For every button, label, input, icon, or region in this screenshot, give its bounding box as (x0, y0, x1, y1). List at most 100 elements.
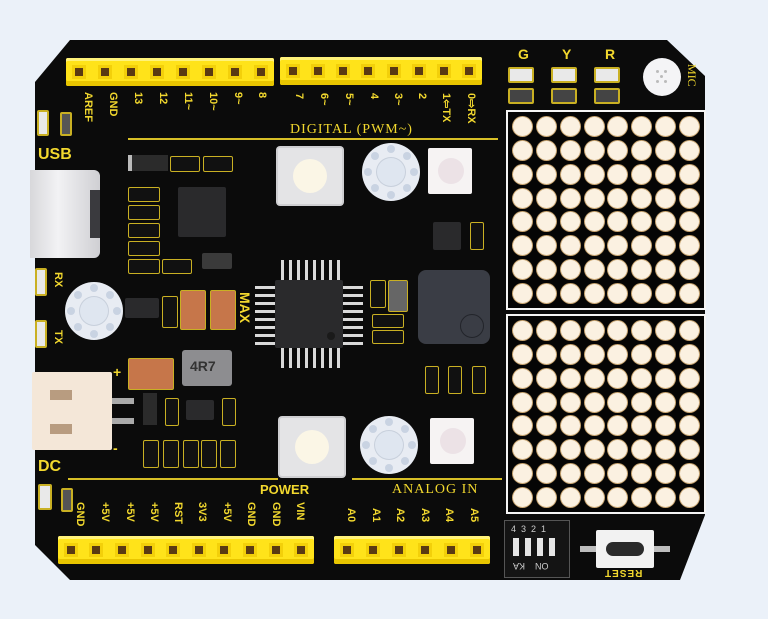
header-pin[interactable] (84, 536, 110, 564)
led-dot (655, 236, 675, 256)
header-pin[interactable] (334, 536, 360, 564)
led-dot (679, 321, 699, 341)
dc-power-connector[interactable] (32, 372, 112, 450)
header-pin[interactable] (196, 58, 222, 86)
led-dot (537, 392, 557, 412)
header-pin[interactable] (331, 57, 356, 85)
header-pin[interactable] (457, 57, 482, 85)
button-bottom[interactable] (280, 418, 344, 476)
header-pin[interactable] (118, 58, 144, 86)
led-dot (513, 440, 533, 460)
led-dot (655, 164, 675, 184)
pin-label-8: 8 (256, 92, 268, 99)
led-dot (632, 487, 652, 507)
led-dot (679, 236, 699, 256)
resistor-smd (61, 488, 73, 512)
led-dot (608, 321, 628, 341)
led-dot (513, 416, 533, 436)
mounting-hole (360, 416, 418, 474)
buzzer (418, 270, 490, 344)
digital-header-high[interactable] (66, 58, 274, 86)
header-pin[interactable] (406, 57, 431, 85)
dc-plus-label: + (113, 364, 122, 380)
header-pin[interactable] (386, 536, 412, 564)
header-pin[interactable] (66, 58, 92, 86)
led-dot (584, 236, 604, 256)
header-pin[interactable] (305, 57, 330, 85)
header-pin[interactable] (280, 57, 305, 85)
digital-header-low[interactable] (280, 57, 482, 85)
silk-line (68, 478, 278, 480)
header-pin[interactable] (412, 536, 438, 564)
mic-label: MIC (685, 64, 699, 87)
led-dot (608, 259, 628, 279)
led-dot (679, 345, 699, 365)
header-pin[interactable] (144, 58, 170, 86)
led-dot (513, 236, 533, 256)
power-header[interactable] (58, 536, 314, 564)
header-pin[interactable] (360, 536, 386, 564)
led-dot (560, 212, 580, 232)
tantalum-capacitor (128, 358, 174, 390)
led-dot (513, 487, 533, 507)
led-dot (560, 259, 580, 279)
led-dot (632, 345, 652, 365)
resistor-smd (551, 88, 577, 104)
capacitor-smd (372, 314, 404, 328)
voltage-regulator (125, 298, 159, 318)
led-dot (632, 440, 652, 460)
led-dot (679, 392, 699, 412)
header-pin[interactable] (135, 536, 161, 564)
reset-button[interactable] (596, 530, 654, 568)
usb-c-port[interactable] (30, 170, 100, 258)
button-top[interactable] (278, 148, 342, 204)
led-dot (584, 440, 604, 460)
dip-toggle[interactable] (537, 538, 543, 556)
pin-label-0-rx: 0⇨RX (465, 93, 477, 124)
pin-label-3: 3~ (392, 93, 404, 106)
microphone (643, 58, 681, 96)
header-pin[interactable] (212, 536, 238, 564)
header-pin[interactable] (432, 57, 457, 85)
led-dot (537, 321, 557, 341)
led-dot (655, 463, 675, 483)
header-pin[interactable] (438, 536, 464, 564)
pin-label-9: 9~ (232, 92, 244, 105)
header-pin[interactable] (288, 536, 314, 564)
capacitor-smd (128, 223, 160, 238)
header-pin[interactable] (248, 58, 274, 86)
header-pin[interactable] (237, 536, 263, 564)
led-dot (584, 487, 604, 507)
resistor-smd (60, 112, 72, 136)
header-pin[interactable] (170, 58, 196, 86)
header-pin[interactable] (356, 57, 381, 85)
header-pin[interactable] (58, 536, 84, 564)
resistor-smd (183, 440, 199, 468)
resistor-smd (370, 280, 386, 308)
dip-toggle[interactable] (525, 538, 531, 556)
header-pin[interactable] (464, 536, 490, 564)
header-pin[interactable] (109, 536, 135, 564)
led-dot (513, 259, 533, 279)
pin-label-7: 7 (293, 93, 305, 100)
power-pin-label-3v3: 3V3 (196, 502, 208, 522)
led-dot (632, 368, 652, 388)
analog-pin-label-a1: A1 (370, 508, 382, 523)
dip-switch[interactable]: 4 3 2 1 KA ON (504, 520, 570, 578)
dip-toggle[interactable] (513, 538, 519, 556)
led-dot (537, 259, 557, 279)
dip-toggle[interactable] (549, 538, 555, 556)
led-dot (655, 392, 675, 412)
header-pin[interactable] (92, 58, 118, 86)
header-pin[interactable] (381, 57, 406, 85)
header-pin[interactable] (160, 536, 186, 564)
led-dot (560, 188, 580, 208)
led-dot (584, 212, 604, 232)
led-dot (537, 463, 557, 483)
analog-header[interactable] (334, 536, 490, 564)
header-pin[interactable] (222, 58, 248, 86)
led-dot (608, 463, 628, 483)
header-pin[interactable] (263, 536, 289, 564)
header-pin[interactable] (186, 536, 212, 564)
